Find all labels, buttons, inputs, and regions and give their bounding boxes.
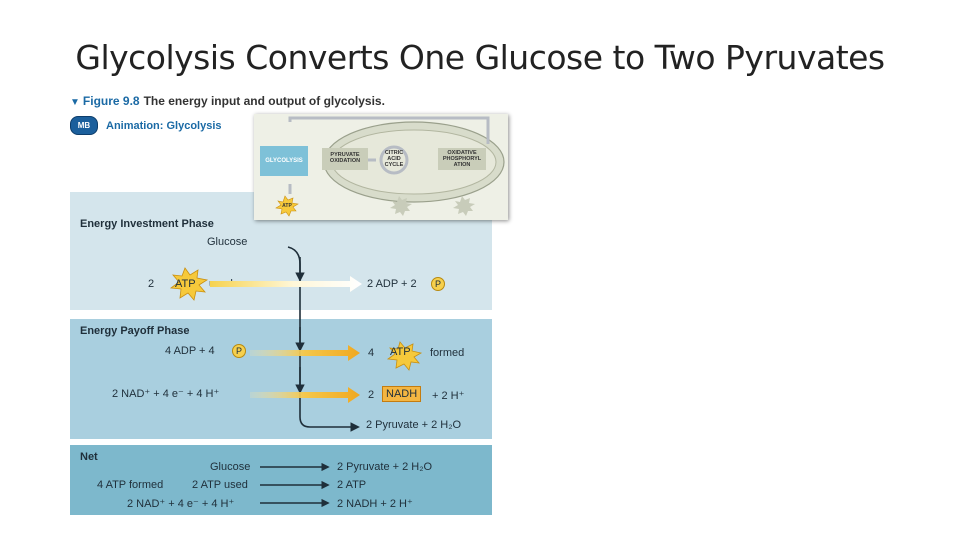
net-nad-input: 2 NAD⁺ + 4 e⁻ + 4 H⁺ [127, 498, 235, 510]
investment-heading: Energy Investment Phase [80, 218, 214, 230]
net-atp-used: 2 ATP used [192, 479, 248, 491]
payoff-nadh-box: NADH [382, 386, 422, 402]
payoff-formed-label: formed [430, 347, 465, 359]
net-panel: Net Glucose 2 Pyruvate + 2 H₂O 4 ATP for… [70, 445, 492, 515]
investment-atp-coefficient: 2 [148, 278, 155, 290]
figure-number: Figure 9.8 [82, 94, 140, 108]
investment-phosphate-icon: P [431, 277, 445, 291]
payoff-phosphate-icon: P [232, 344, 246, 358]
net-atp-result: 2 ATP [337, 479, 367, 491]
inset-pyruvate-oxidation: PYRUVATE OXIDATION [329, 152, 361, 164]
payoff-pyruvate-output: 2 Pyruvate + 2 H₂O [366, 419, 462, 431]
main-pathway-arrow [287, 246, 360, 432]
investment-atp-star-icon [169, 267, 209, 301]
payoff-atp-coefficient: 4 [368, 347, 375, 359]
investment-atp-label: ATP [175, 278, 196, 290]
net-glucose: Glucose [210, 461, 251, 473]
figure-caption-text: The energy input and output of glycolysi… [143, 94, 385, 108]
net-pyruvate: 2 Pyruvate + 2 H₂O [337, 461, 433, 473]
payoff-adp-input: 4 ADP + 4 [165, 345, 215, 357]
inset-oxidative-phosphorylation: OXIDATIVE PHOSPHORYL ATION [442, 150, 482, 168]
inset-citric-acid-cycle: CITRIC ACID CYCLE [384, 150, 404, 168]
investment-adp-output: 2 ADP + 2 [367, 278, 417, 290]
investment-energy-arrow [210, 276, 362, 292]
caption-triangle-icon: ▼ [70, 97, 80, 108]
payoff-nad-input: 2 NAD⁺ + 4 e⁻ + 4 H⁺ [112, 388, 220, 400]
animation-link[interactable]: MB Animation: Glycolysis [70, 116, 222, 135]
payoff-h-plus: + 2 H⁺ [432, 390, 465, 402]
payoff-atp-star-icon [386, 341, 423, 371]
payoff-atp-label: ATP [390, 346, 411, 358]
payoff-heading: Energy Payoff Phase [80, 325, 190, 337]
animation-label: Animation: Glycolysis [106, 119, 222, 132]
inset-atp-label: ATP [282, 203, 292, 209]
net-nadh-output: 2 NADH + 2 H⁺ [337, 498, 413, 510]
inset-atp-star-icon [275, 195, 299, 217]
net-atp-formed: 4 ATP formed [97, 479, 164, 491]
payoff-nadh-arrow [250, 387, 360, 403]
energy-payoff-panel: Energy Payoff Phase 4 ADP + 4 P 4 ATP fo… [70, 319, 492, 439]
payoff-atp-arrow [250, 345, 360, 361]
investment-glucose: Glucose [207, 236, 248, 248]
mitochondrion-diagram [275, 116, 505, 217]
net-heading: Net [80, 451, 98, 463]
inset-star-3-icon [453, 196, 475, 216]
inset-star-2-icon [390, 196, 412, 216]
mastering-biology-icon: MB [70, 116, 98, 135]
slide-title: Glycolysis Converts One Glucose to Two P… [75, 38, 885, 77]
pathway-arrows [169, 246, 423, 508]
payoff-nadh-coefficient: 2 [368, 389, 375, 401]
inset-glycolysis-box: GLYCOLYSIS [260, 146, 308, 176]
respiration-overview-inset: GLYCOLYSIS PYRUVATE OXIDATION CITRIC ACI… [254, 114, 508, 220]
